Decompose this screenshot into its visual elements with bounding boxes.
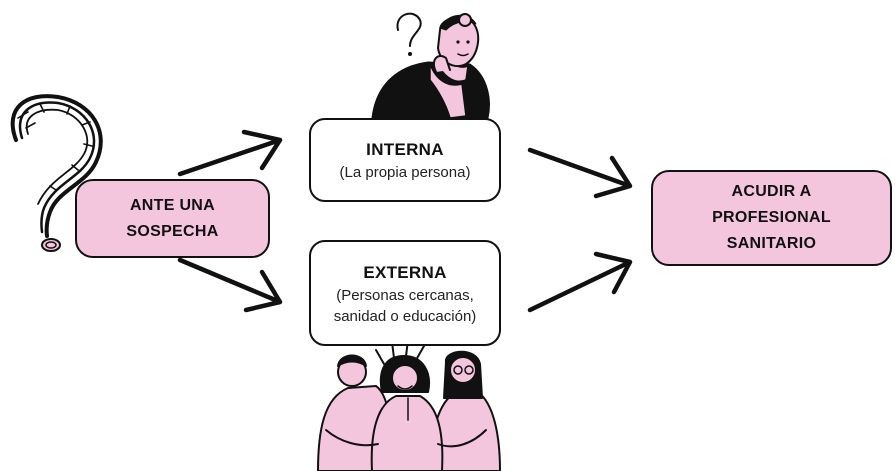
node-end-line-2: PROFESIONAL [712,209,831,226]
node-interna: INTERNA (La propia persona) [309,118,501,202]
arrow-internal-to-end [527,147,633,199]
node-internal-title: INTERNA [366,140,444,159]
arrow-external-to-end [527,251,633,313]
node-start-line-2: SOSPECHA [126,222,219,240]
arrows [177,129,633,313]
node-end-line-1: ACUDIR A [731,183,812,200]
arrow-start-to-external [177,257,283,313]
node-start-line-1: ANTE UNA [129,196,216,214]
node-internal-subtitle: (La propia persona) [339,164,471,181]
node-end-line-3: SANITARIO [726,235,817,252]
node-external-title: EXTERNA [363,262,447,282]
node-ante-una-sospecha: ANTE UNA SOSPECHA [75,179,270,258]
node-external-subtitle-line-1: (Personas cercanas, [336,286,474,304]
arrow-start-to-internal [177,129,283,177]
question-mark-icon [10,94,103,252]
node-external-subtitle-line-2: sanidad o educación) [333,307,477,325]
group-of-people-icon [317,339,501,471]
node-externa: EXTERNA (Personas cercanas, sanidad o ed… [309,240,501,346]
node-acudir-a-profesional-sanitario: ACUDIR A PROFESIONAL SANITARIO [651,170,892,266]
thinking-woman-icon [371,12,490,119]
